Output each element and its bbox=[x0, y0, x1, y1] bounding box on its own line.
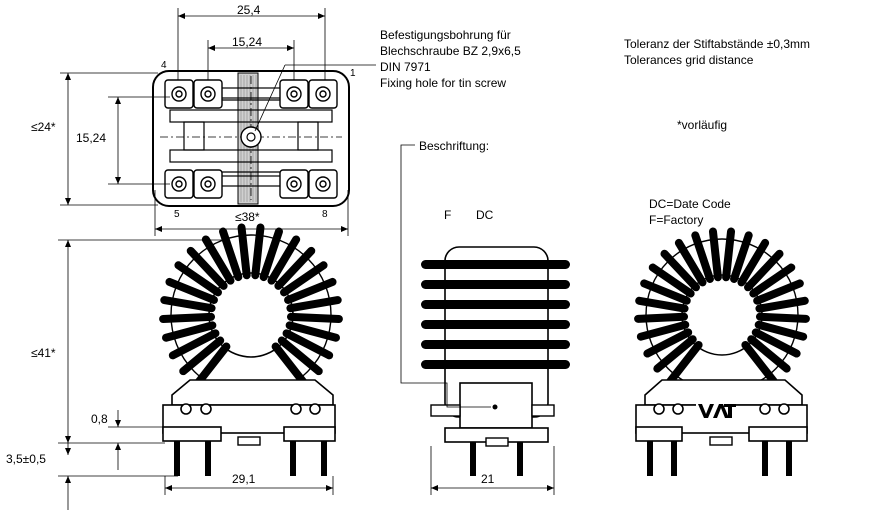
winding-turn bbox=[282, 329, 334, 360]
front-view: ≤41* 0,8 3,5±0,5 29,1 bbox=[6, 223, 343, 510]
legend-f: F=Factory bbox=[649, 213, 703, 227]
winding-turn bbox=[279, 261, 328, 297]
mounting-note-de-3: DIN 7971 bbox=[380, 60, 431, 74]
winding-turn bbox=[737, 238, 770, 287]
dim-41: ≤41* bbox=[31, 346, 56, 360]
winding-turn bbox=[755, 312, 810, 323]
winding-turn bbox=[660, 249, 700, 292]
dim-3-5: 3,5±0,5 bbox=[6, 452, 46, 466]
winding-turn bbox=[635, 296, 689, 313]
side-windings bbox=[421, 260, 570, 369]
winding-turn bbox=[284, 277, 337, 304]
side-view: 21 bbox=[400, 144, 570, 495]
winding-turn bbox=[753, 279, 804, 305]
winding-turn bbox=[640, 279, 691, 305]
legend-dc: DC=Date Code bbox=[649, 197, 731, 211]
marked-front-view bbox=[634, 227, 810, 476]
dim-15-24-h: 15,24 bbox=[232, 35, 262, 49]
pin-label-5: 5 bbox=[174, 209, 180, 220]
dim-29-1: 29,1 bbox=[232, 472, 256, 486]
marking-f: F bbox=[444, 208, 451, 222]
winding-turn bbox=[219, 227, 243, 282]
winding-turn bbox=[186, 246, 228, 290]
winding-turn bbox=[274, 246, 316, 290]
pin-label-8: 8 bbox=[322, 209, 328, 220]
dim-21: 21 bbox=[481, 472, 495, 486]
vac-logo bbox=[696, 401, 736, 418]
mounting-note-de-1: Befestigungsbohrung für bbox=[380, 28, 511, 42]
dim-25-4: 25,4 bbox=[237, 3, 261, 17]
winding-turn bbox=[636, 320, 690, 341]
winding-turn bbox=[666, 340, 703, 386]
winding-turn bbox=[201, 235, 235, 285]
winding-turn bbox=[751, 328, 801, 358]
toroid-windings-left bbox=[159, 223, 343, 396]
winding-turn bbox=[634, 312, 689, 323]
mounting-note-de-2: Blechschraube BZ 2,9x6,5 bbox=[380, 44, 521, 58]
pin-label-4: 4 bbox=[161, 60, 167, 71]
winding-turn bbox=[285, 321, 341, 342]
dim-38: ≤38* bbox=[235, 210, 260, 224]
pin-label-1: 1 bbox=[350, 68, 356, 79]
winding-turn bbox=[159, 312, 216, 324]
preliminary-note: *vorläufig bbox=[677, 118, 727, 132]
winding-turn bbox=[674, 238, 707, 287]
winding-turn bbox=[160, 296, 216, 313]
winding-turn bbox=[643, 328, 693, 358]
winding-turn bbox=[174, 261, 223, 297]
dim-24: ≤24* bbox=[31, 120, 56, 134]
winding-turn bbox=[161, 321, 217, 342]
dim-0-8: 0,8 bbox=[91, 412, 108, 426]
winding-turn bbox=[741, 340, 778, 386]
marking-dc: DC bbox=[476, 208, 494, 222]
winding-turn bbox=[648, 263, 695, 298]
winding-turn bbox=[259, 227, 283, 282]
toroid-windings-right bbox=[634, 227, 810, 392]
top-view: 4 1 5 8 25,4 15,24 ≤24* 15,24 bbox=[31, 3, 376, 236]
winding-turn bbox=[168, 329, 220, 360]
tolerance-de: Toleranz der Stiftabstände ±0,3mm bbox=[624, 37, 810, 51]
winding-turn bbox=[749, 263, 796, 298]
winding-turn bbox=[251, 223, 265, 280]
winding-turn bbox=[754, 320, 808, 341]
winding-turn bbox=[722, 227, 736, 282]
winding-turn bbox=[192, 342, 231, 389]
winding-turn bbox=[744, 249, 784, 292]
winding-turn bbox=[755, 296, 809, 313]
winding-turn bbox=[165, 277, 218, 304]
winding-turn bbox=[179, 336, 225, 376]
dim-15-24-v: 15,24 bbox=[76, 131, 106, 145]
fixing-hole bbox=[240, 126, 262, 148]
winding-turn bbox=[271, 342, 310, 389]
notes: Befestigungsbohrung für Blechschraube BZ… bbox=[380, 28, 810, 227]
winding-turn bbox=[708, 227, 722, 282]
mounting-note-en: Fixing hole for tin screw bbox=[380, 76, 506, 90]
winding-turn bbox=[747, 335, 791, 373]
marking-label: Beschriftung: bbox=[419, 139, 489, 153]
tolerance-en: Tolerances grid distance bbox=[624, 53, 754, 67]
winding-turn bbox=[730, 231, 753, 283]
winding-turn bbox=[653, 335, 697, 373]
winding-turn bbox=[286, 296, 342, 313]
winding-turn bbox=[286, 312, 343, 324]
winding-turn bbox=[691, 231, 714, 283]
winding-turn bbox=[237, 223, 251, 280]
winding-turn bbox=[267, 235, 301, 285]
winding-turn bbox=[277, 336, 323, 376]
pins bbox=[164, 79, 338, 199]
